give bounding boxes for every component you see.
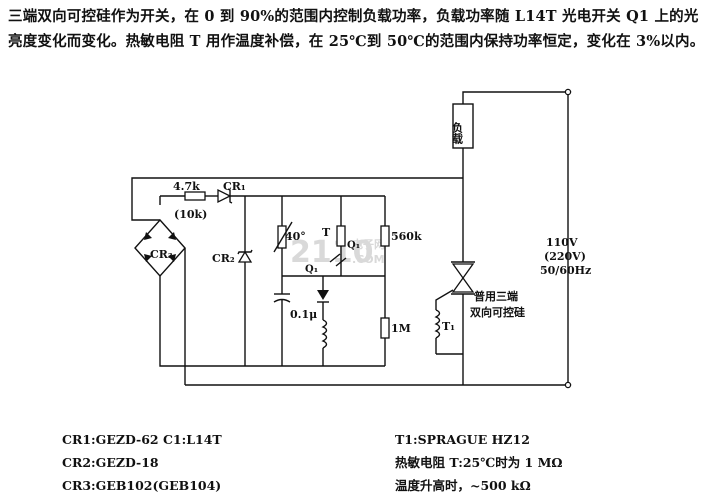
watermark-logo: 2110: [290, 235, 374, 270]
parts-list-item: CR1:GEZD-62 C1:L14T: [62, 432, 222, 447]
t1-label: T₁: [442, 320, 455, 333]
capacitor-label: 0.1μ: [290, 308, 317, 321]
resistor-560k: 560k: [380, 196, 422, 318]
q1-top-label: Q₁: [347, 240, 360, 251]
mains-label: 110V (220V) 50/60Hz: [540, 236, 591, 277]
bridge-rectifier-cr3: CR₃: [134, 218, 186, 278]
cr2-label: CR₂: [212, 252, 235, 265]
r-1m-label: 1M: [391, 322, 411, 335]
mains-wiring: [185, 88, 572, 389]
q1-label: Q₁: [305, 264, 318, 275]
circuit-description: 三端双向可控硅作为开关，在 0 到 90%的范围内控制负载功率，负载功率随 L1…: [8, 4, 712, 54]
parts-list-item: CR2:GEZD-18: [62, 455, 159, 470]
parts-list-left: CR1:GEZD-62 C1:L14T CR2:GEZD-18 CR3:GEB1…: [62, 428, 222, 497]
thermistor: 40°: [273, 196, 306, 294]
triac-label-line2: 双向可控硅: [470, 305, 525, 319]
resistor-1m: 1M: [380, 317, 411, 366]
load-box: 负载: [451, 103, 474, 149]
thermistor-t-label: T: [322, 226, 331, 239]
resistor-4-7k: 4.7k (10k): [173, 180, 207, 221]
mains-voltage-110: 110V: [546, 236, 578, 249]
zener-cr1: CR₁: [217, 180, 246, 204]
triac-label-line1: 普用三端: [474, 289, 518, 303]
resistor-10k-label: (10k): [174, 208, 207, 221]
parts-list-right: T1:SPRAGUE HZ12 热敏电阻 T:25℃时为 1 MΩ 温度升高时，…: [395, 428, 563, 497]
load-label: 负载: [451, 121, 464, 145]
parts-list-item: T1:SPRAGUE HZ12: [395, 432, 530, 447]
zener-cr2: CR₂: [212, 196, 253, 366]
watermark-text-bottom: .COM: [352, 253, 385, 266]
capacitor-0-1u: 0.1μ: [273, 293, 317, 366]
thermistor-temp-label: 40°: [285, 230, 306, 243]
description-text: 三端双向可控硅作为开关，在 0 到 90%的范围内控制负载功率，负载功率随 L1…: [8, 8, 705, 50]
r-560k-label: 560k: [391, 230, 422, 243]
parts-list-item: 温度升高时，~500 kΩ: [395, 478, 531, 493]
cr3-label: CR₃: [150, 248, 173, 261]
mains-voltage-220: (220V): [544, 250, 586, 263]
parts-list-item: 热敏电阻 T:25℃时为 1 MΩ: [395, 455, 563, 470]
triac: 普用三端 双向可控硅: [435, 261, 525, 385]
parts-list-item: CR3:GEB102(GEB104): [62, 478, 222, 493]
cr1-label: CR₁: [223, 180, 246, 193]
mains-frequency: 50/60Hz: [540, 264, 591, 277]
resistor-4-7k-label: 4.7k: [173, 180, 200, 193]
photo-switch-q1: T Q₁ Q₁: [282, 196, 385, 366]
inductor-t1: T₁: [434, 309, 463, 355]
watermark-text-top: 电子网: [352, 237, 385, 251]
